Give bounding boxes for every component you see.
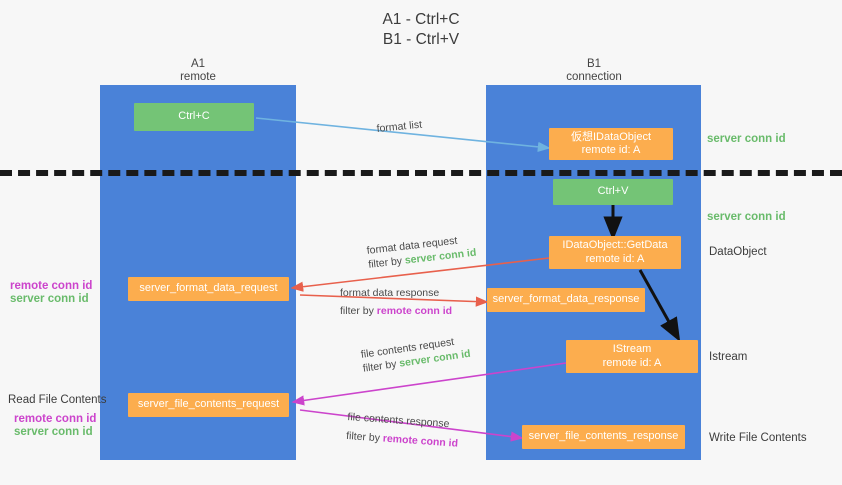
label-write-file-contents: Write File Contents xyxy=(709,432,807,444)
diagram-title: A1 - Ctrl+C B1 - Ctrl+V xyxy=(0,10,842,50)
box-getdata-line1: IDataObject::GetData xyxy=(562,239,668,251)
edge-label-format-data-response: format data response filter by remote co… xyxy=(340,286,452,318)
edge-label-format-list: format list xyxy=(376,118,423,136)
title-line-2: B1 - Ctrl+V xyxy=(382,31,460,48)
column-header-b1: B1 connection xyxy=(510,58,678,84)
edge-format-data-response-text: format data response xyxy=(340,287,440,299)
box-istream[interactable]: IStream remote id: A xyxy=(566,340,698,373)
edge-file-contents-response-filter: filter by remote conn id xyxy=(346,429,459,451)
column-a1-name: A1 xyxy=(190,58,206,70)
box-server-format-data-response[interactable]: server_format_data_response xyxy=(487,288,645,312)
divider-dashed-line xyxy=(0,170,842,176)
edge-filter-prefix: filter by xyxy=(362,357,401,375)
label-server-conn-id-2: server conn id xyxy=(14,426,93,438)
box-ctrl-c[interactable]: Ctrl+C xyxy=(134,103,254,131)
box-virtual-dataobject-line1: 仮想IDataObject xyxy=(570,130,652,143)
edge-filter-value: remote conn id xyxy=(376,305,453,317)
column-b1-sub: connection xyxy=(566,71,622,83)
column-b1-name: B1 xyxy=(586,58,602,70)
box-virtual-dataobject-line2: remote id: A xyxy=(581,144,641,156)
edge-label-file-contents-request: file contents request filter by server c… xyxy=(360,333,471,376)
label-istream: Istream xyxy=(709,351,748,363)
box-istream-line1: IStream xyxy=(612,343,652,355)
label-read-file-contents: Read File Contents xyxy=(8,394,107,406)
box-getdata-line2: remote id: A xyxy=(585,252,645,265)
column-a1-sub: remote xyxy=(180,71,216,83)
box-ctrl-v[interactable]: Ctrl+V xyxy=(553,179,673,205)
box-server-format-data-request[interactable]: server_format_data_request xyxy=(128,277,289,301)
label-server-conn-id-1: server conn id xyxy=(10,293,89,305)
label-remote-conn-id-2: remote conn id xyxy=(14,413,97,425)
label-server-conn-id-top: server conn id xyxy=(707,133,786,145)
box-idataobject-getdata[interactable]: IDataObject::GetData remote id: A xyxy=(549,236,681,269)
edge-file-contents-response-text: file contents response xyxy=(347,410,450,431)
edge-filter-prefix: filter by xyxy=(345,429,384,445)
box-istream-line2: remote id: A xyxy=(602,356,662,369)
label-server-conn-id-mid: server conn id xyxy=(707,211,786,223)
edge-label-format-data-request: format data request filter by server con… xyxy=(366,232,477,272)
box-virtual-dataobject[interactable]: 仮想IDataObject remote id: A xyxy=(549,128,673,160)
title-line-1: A1 - Ctrl+C xyxy=(382,11,460,28)
edge-filter-prefix: filter by xyxy=(367,254,406,271)
label-dataobject: DataObject xyxy=(709,246,767,258)
edge-label-file-contents-response: file contents response filter by remote … xyxy=(346,410,460,451)
edge-filter-prefix: filter by xyxy=(340,305,377,317)
edge-format-data-response-filter: filter by remote conn id xyxy=(340,304,452,318)
box-server-file-contents-request[interactable]: server_file_contents_request xyxy=(128,393,289,417)
box-server-file-contents-response[interactable]: server_file_contents_response xyxy=(522,425,685,449)
edge-format-list-text: format list xyxy=(376,118,423,135)
label-remote-conn-id-1: remote conn id xyxy=(10,280,93,292)
edge-filter-value: remote conn id xyxy=(382,432,459,450)
column-header-a1: A1 remote xyxy=(118,58,278,84)
